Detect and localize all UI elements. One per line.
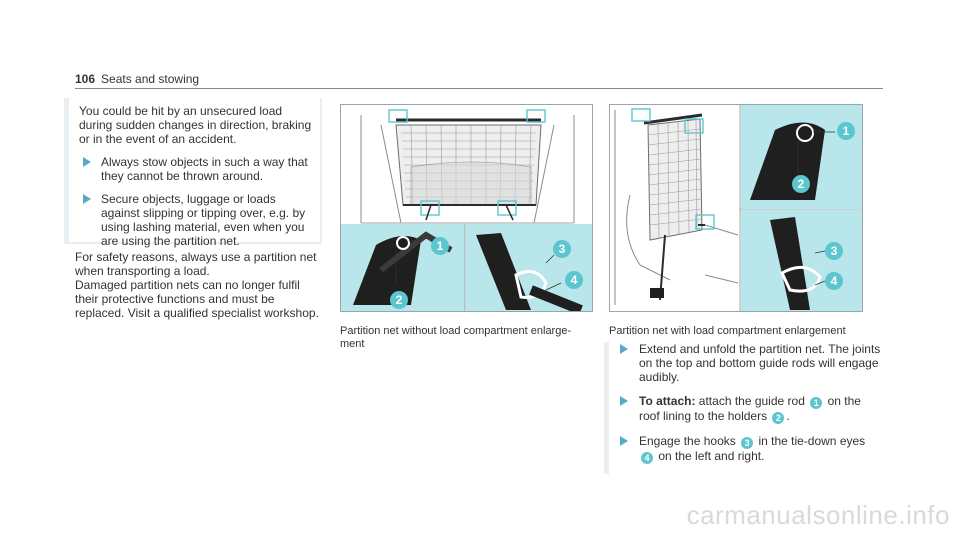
body-paragraph: Damaged partition nets can no longer ful…: [75, 278, 319, 320]
arrow-icon: [83, 157, 91, 167]
callout-3: 3: [553, 240, 571, 258]
arrow-icon: [620, 396, 628, 406]
callout-3: 3: [741, 437, 754, 449]
right-figure-caption: Partition net with load compartment enla…: [609, 325, 846, 337]
step-item: Engage the hooks 3 in the tie-down eyes …: [617, 434, 884, 464]
callout-1: 1: [810, 397, 823, 409]
callout-1: 1: [431, 237, 449, 255]
header-rule: [75, 88, 883, 89]
step-item: To attach: attach the guide rod 1 on the…: [617, 394, 884, 424]
callout-2: 2: [390, 291, 408, 309]
page-number: 106: [75, 72, 96, 86]
arrow-icon: [83, 194, 91, 204]
instruction-steps: Extend and unfold the partition net. The…: [604, 342, 884, 474]
warning-bullet: Always stow objects in such a way that t…: [79, 155, 312, 183]
body-text: For safety reasons, always use a partiti…: [75, 250, 325, 320]
section-title: Seats and stowing: [101, 72, 200, 86]
callout-1: 1: [837, 122, 855, 140]
warning-bullet: Secure objects, luggage or loads against…: [79, 192, 312, 248]
arrow-icon: [620, 344, 628, 354]
figure-with-enlargement: 1 2 3 4: [609, 104, 863, 312]
callout-4: 4: [825, 272, 843, 290]
page-header: 106 Seats and stowing: [75, 72, 199, 86]
body-paragraph: For safety reasons, always use a partiti…: [75, 250, 317, 278]
figure-illustration: [341, 105, 592, 311]
callout-4: 4: [641, 452, 653, 464]
left-figure-caption: Partition net without load compartment e…: [340, 325, 572, 350]
step-item: Extend and unfold the partition net. The…: [617, 342, 884, 384]
callout-4: 4: [565, 271, 583, 289]
watermark: carmanualsonline.info: [686, 500, 950, 530]
arrow-icon: [620, 436, 628, 446]
callout-2: 2: [772, 412, 785, 424]
figure-illustration: [610, 105, 862, 311]
warning-intro: You could be hit by an unsecured load du…: [79, 104, 312, 146]
figure-without-enlargement: 1 2 3 4: [340, 104, 593, 312]
callout-3: 3: [825, 242, 843, 260]
callout-2: 2: [792, 175, 810, 193]
warning-box: You could be hit by an unsecured load du…: [64, 98, 322, 248]
